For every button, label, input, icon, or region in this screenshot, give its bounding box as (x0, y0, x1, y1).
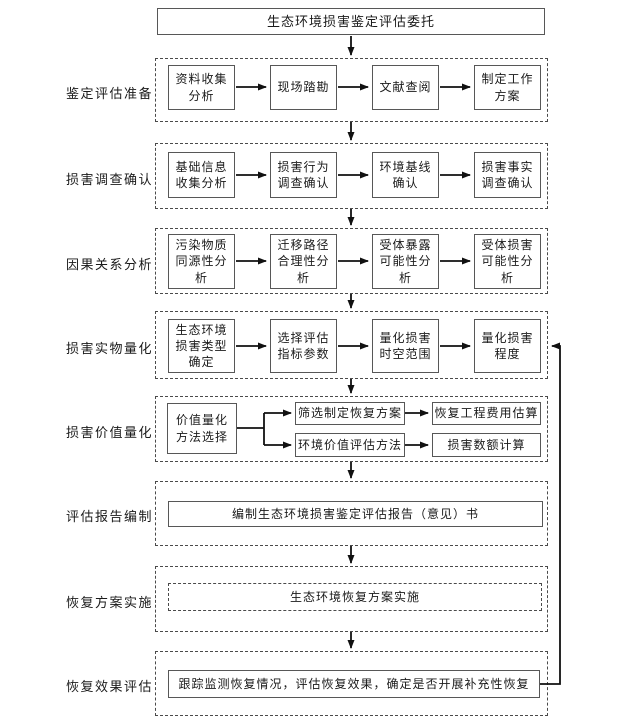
flow-box-s3-1: 污染物质 同源性分 析 (168, 234, 235, 289)
stage-label-causality-analysis: 因果关系分析 (66, 257, 154, 272)
stage-label-restoration-effect-evaluation: 恢复效果评估 (66, 679, 154, 694)
flow-box-s2-4: 损害事实 调查确认 (474, 152, 541, 198)
flow-box-s4-2: 选择评估 指标参数 (270, 319, 337, 373)
flow-box-s5-restoration-plan: 筛选制定恢复方案 (295, 402, 405, 425)
flow-box-s2-1: 基础信息 收集分析 (168, 152, 235, 198)
flow-box-s1-4: 制定工作 方案 (474, 65, 541, 110)
flow-box-s4-4: 量化损害 程度 (474, 319, 541, 373)
stage-container-damage-investigation (155, 143, 548, 209)
flow-box-s4-3: 量化损害 时空范围 (372, 319, 439, 373)
stage-container-causality-analysis (155, 228, 548, 294)
stage-label-report-compilation: 评估报告编制 (66, 509, 154, 524)
commission-box: 生态环境损害鉴定评估委托 (157, 8, 545, 35)
flow-box-s1-1: 资料收集 分析 (168, 65, 235, 110)
stage-label-value-quantification: 损害价值量化 (66, 425, 154, 440)
flow-box-s6-report: 编制生态环境损害鉴定评估报告（意见）书 (168, 501, 543, 527)
flow-box-s1-2: 现场踏勘 (270, 65, 337, 110)
stage-label-physical-quantification: 损害实物量化 (66, 341, 154, 356)
stage-container-assessment-preparation (155, 58, 548, 122)
flow-box-s1-3: 文献查阅 (372, 65, 439, 110)
flow-box-s3-3: 受体暴露 可能性分 析 (372, 234, 439, 289)
flow-box-s5-env-value-method: 环境价值评估方法 (295, 433, 405, 457)
flow-box-s2-2: 损害行为 调查确认 (270, 152, 337, 198)
flow-box-s3-4: 受体损害 可能性分 析 (474, 234, 541, 289)
stage-label-restoration-implementation: 恢复方案实施 (66, 595, 154, 610)
flow-box-s4-1: 生态环境 损害类型 确定 (168, 319, 235, 373)
flow-box-s2-3: 环境基线 确认 (372, 152, 439, 198)
flow-box-s5-damage-amount: 损害数额计算 (432, 433, 541, 457)
flow-box-s5-method-select: 价值量化 方法选择 (167, 403, 237, 454)
flow-box-s3-2: 迁移路径 合理性分 析 (270, 234, 337, 289)
stage-label-damage-investigation: 损害调查确认 (66, 172, 154, 187)
stage-label-assessment-preparation: 鉴定评估准备 (66, 86, 154, 101)
flow-box-s5-restoration-cost: 恢复工程费用估算 (432, 402, 541, 425)
flow-box-s8-monitoring: 跟踪监测恢复情况，评估恢复效果，确定是否开展补充性恢复 (168, 670, 540, 698)
stage-container-physical-quantification (155, 311, 548, 379)
flow-box-s7-implementation: 生态环境恢复方案实施 (168, 583, 542, 611)
